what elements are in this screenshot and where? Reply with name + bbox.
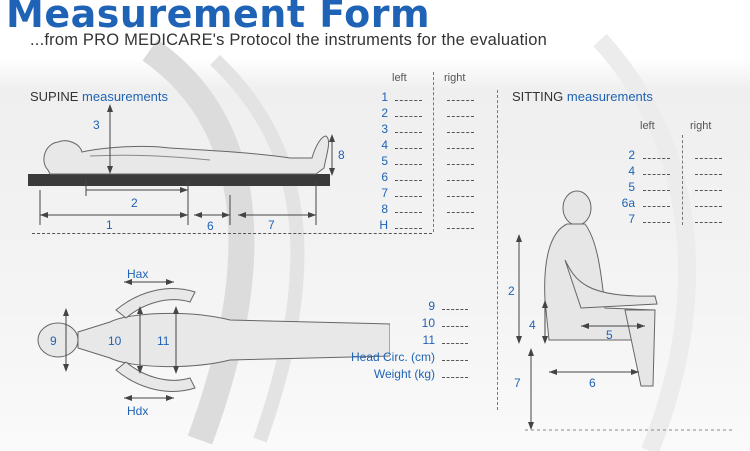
supine-title-plain: SUPINE [30, 89, 79, 104]
supine-dim-11-label: 11 [157, 334, 170, 348]
supine-extra-field [442, 377, 468, 378]
supine-dim-1-label: 1 [106, 218, 113, 232]
sitting-dim-4-label: 4 [529, 318, 536, 332]
supine-row-label: 7 [381, 186, 388, 200]
supine-col-right-header: right [444, 72, 466, 84]
supine-row-label: 1 [381, 90, 388, 104]
supine-extra-field [442, 326, 468, 327]
supine-extra-label: 11 [422, 333, 435, 347]
sitting-dim-5-label: 5 [606, 328, 613, 342]
sitting-row-label: 2 [628, 148, 635, 162]
supine-dim-9-label: 9 [50, 334, 57, 348]
supine-row-label: H [379, 218, 388, 232]
supine-row-label: 4 [381, 138, 388, 152]
page-subtitle: ...from PRO MEDICARE's Protocol the inst… [30, 31, 548, 49]
supine-right-field [447, 196, 474, 197]
supine-right-field [447, 228, 474, 229]
mattress [28, 174, 330, 186]
sitting-dim-6-label: 6 [589, 376, 596, 390]
sitting-table-divider [682, 135, 683, 225]
supine-row-label: 8 [381, 202, 388, 216]
supine-extra-label: Head Circ. (cm) [350, 350, 435, 364]
sitting-right-field [695, 206, 722, 207]
sitting-row-label: 6a [621, 196, 635, 210]
sitting-right-field [695, 190, 722, 191]
supine-row-label: 3 [381, 122, 388, 136]
supine-side-figure [28, 104, 335, 225]
sitting-left-field [643, 190, 670, 191]
sitting-title-blue: measurements [566, 89, 653, 104]
supine-dim-10-label: 10 [108, 334, 122, 348]
supine-extra-label: 9 [428, 299, 435, 313]
supine-title-blue: measurements [82, 89, 169, 104]
sitting-left-field [643, 174, 670, 175]
sitting-row-label: 5 [628, 180, 635, 194]
sitting-dim-2-label: 2 [508, 284, 515, 298]
sitting-figure [516, 190, 735, 431]
supine-section-title: SUPINE measurements [30, 89, 168, 104]
supine-extra-field [442, 360, 468, 361]
supine-dim-hdx-label: Hdx [127, 404, 149, 418]
supine-dim-7-label: 7 [268, 218, 275, 232]
supine-left-field [395, 164, 422, 165]
supine-dim-2-label: 2 [131, 196, 138, 210]
supine-extra-label: 10 [421, 316, 435, 330]
supine-dim-8-label: 8 [338, 148, 345, 162]
supine-col-left-header: left [392, 72, 407, 84]
supine-top-figure [37, 279, 390, 401]
sitting-col-left-header: left [640, 120, 655, 132]
supine-row-label: 6 [381, 170, 388, 184]
supine-right-field [447, 164, 474, 165]
supine-right-field [447, 212, 474, 213]
supine-extra-field [442, 343, 468, 344]
supine-table-divider [433, 72, 434, 232]
supine-left-field [395, 116, 422, 117]
supine-left-field [395, 180, 422, 181]
supine-extra-label: Weight (kg) [373, 367, 435, 381]
sitting-right-field [695, 158, 722, 159]
supine-dim-hax-label: Hax [127, 267, 149, 281]
supine-left-field [395, 132, 422, 133]
supine-right-field [447, 180, 474, 181]
sitting-left-field [643, 222, 670, 223]
supine-right-field [447, 100, 474, 101]
sitting-dim-7-label: 7 [514, 376, 521, 390]
supine-divider [32, 233, 432, 234]
supine-right-field [447, 148, 474, 149]
sitting-row-label: 7 [628, 212, 635, 226]
supine-left-field [395, 212, 422, 213]
supine-extra-field [442, 309, 468, 310]
supine-left-field [395, 228, 422, 229]
supine-dim-6-label: 6 [207, 219, 214, 233]
sitting-section-title: SITTING measurements [512, 89, 653, 104]
section-divider [497, 90, 498, 410]
page-title: Measurement Form [6, 0, 431, 36]
sitting-right-field [695, 222, 722, 223]
sitting-col-right-header: right [690, 120, 712, 132]
supine-row-label: 2 [381, 106, 388, 120]
supine-left-field [395, 148, 422, 149]
sitting-right-field [695, 174, 722, 175]
supine-right-field [447, 132, 474, 133]
sitting-title-plain: SITTING [512, 89, 564, 104]
sitting-left-field [643, 206, 670, 207]
supine-left-field [395, 100, 422, 101]
sitting-row-label: 4 [628, 164, 635, 178]
supine-left-field [395, 196, 422, 197]
supine-dim-3-label: 3 [93, 118, 100, 132]
supine-row-label: 5 [381, 154, 388, 168]
sitting-left-field [643, 158, 670, 159]
supine-right-field [447, 116, 474, 117]
